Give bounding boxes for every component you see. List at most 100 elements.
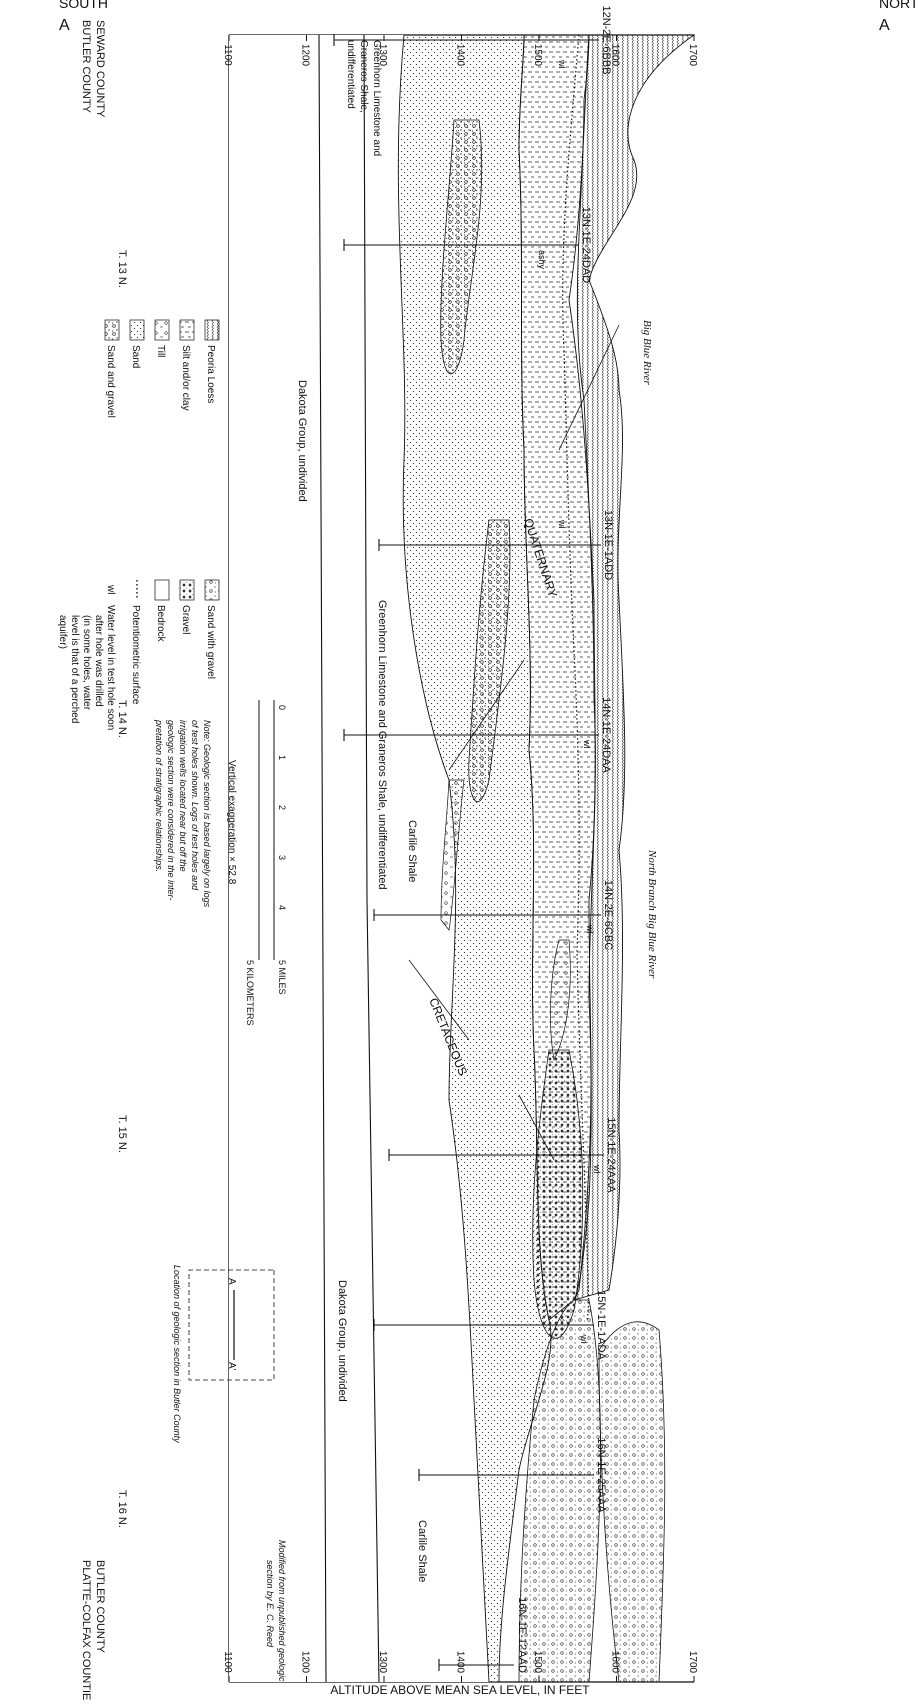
county-top-right-upper: BUTLER COUNTY [94, 1560, 106, 1654]
note-block: Note: Geologic section is based largely … [154, 719, 212, 908]
legend-wl-line-3: (in some holes, water [81, 615, 92, 711]
km-label: 5 KILOMETERS [245, 960, 255, 1026]
greenhorn-label-c: undifferentiated [345, 40, 356, 109]
altitude-tick-label: 1100 [222, 1651, 233, 1673]
legend-wl-line-4: level is that of a perched [69, 615, 80, 723]
note-line-2: of test holes shown. Logs of test holes … [190, 720, 200, 891]
legend-wl-line-1: Water level in test hole soon [105, 605, 116, 730]
scale-tick-3: 3 [277, 855, 287, 860]
hole-label-16N-1E-12AAD: 16N-1E-12AAD [516, 1597, 528, 1673]
altitude-tick-label: 1400 [455, 44, 466, 67]
ashy-label: ashy [537, 250, 547, 270]
note-line-4: geologic section were considered in the … [166, 720, 176, 900]
altitude-tick-label: 1200 [300, 1651, 311, 1674]
altitude-tick-label: 1500 [532, 1651, 543, 1674]
vertical-exaggeration: Vertical exaggeration × 52.8 [226, 760, 237, 885]
hole-label-13N-1E-24DAD: 13N-1E-24DAD [580, 207, 592, 283]
legend-swatch-till [155, 320, 169, 340]
hole-label-14N-1E-24DAA: 14N-1E-24DAA [600, 697, 612, 773]
legend-wl-line-2: after hole was drilled [93, 615, 104, 707]
wl-marker-4: wl [585, 924, 595, 934]
altitude-tick-label: 1400 [455, 1651, 466, 1674]
legend-swatch-sand [130, 320, 144, 340]
scale-tick-2: 2 [277, 805, 287, 810]
legend-wl-line-5: aquifer) [57, 615, 68, 649]
legend-till: Till [155, 345, 166, 357]
greenhorn-label-full: Greenhorn Limestone and Graneros Shale, … [376, 600, 388, 890]
hole-label-14N-2E-6CBC: 14N-2E-6CBC [602, 880, 614, 950]
wl-marker-1: wl [557, 59, 567, 69]
hole-label-13N-1E-1ADD: 13N-1E-1ADD [602, 510, 614, 580]
north-letter: A [879, 17, 890, 34]
legend-sand-with-gravel: Sand with gravel [205, 605, 216, 679]
hole-label-15N-1E-1ADA: 15N-1E-1ADA [595, 1290, 607, 1360]
legend-loess: Peoria Loess [205, 345, 216, 403]
sand-with-gravel-unit-upper [599, 1322, 665, 1682]
section-body [229, 34, 694, 1682]
legend-wl-symbol: wl [105, 584, 116, 594]
altitude-tick-label: 1200 [300, 44, 311, 67]
altitude-tick-label: 1500 [532, 44, 543, 67]
south-label: SOUTH [59, 0, 108, 11]
legend-sand-gravel: Sand and gravel [105, 345, 116, 418]
township-T16: T. 16 N. [116, 1490, 128, 1528]
location-caption: Location of geologic section in Butler C… [172, 1265, 182, 1443]
big-blue-river-label: Big Blue River [641, 320, 653, 385]
location-map-a-prime: A' [226, 1362, 237, 1371]
county-top-left-upper: SEWARD COUNTY [94, 20, 106, 118]
carlile-label: Carlile Shale [406, 820, 418, 882]
township-T14: T. 14 N. [116, 700, 128, 738]
county-top-right-lower: PLATTE-COLFAX COUNTIES [80, 1560, 92, 1701]
note-line-3: irrigation wells located near but off th… [178, 720, 188, 872]
greenhorn-label-b: Graneros Shale, [358, 40, 369, 113]
note-line-5: pretation of stratigraphic relationships… [154, 719, 164, 872]
location-map-a: A [226, 1278, 237, 1285]
legend-swatch-gravel [180, 580, 194, 600]
scale-tick-4: 4 [277, 905, 287, 910]
greenhorn-label-a: Greenhorn Limestone and [371, 40, 382, 156]
wl-marker-5: wl [592, 1164, 602, 1174]
legend-swatch-bedrock [155, 580, 169, 600]
township-T13: T. 13 N. [116, 250, 128, 288]
altitude-tick-label: 1700 [687, 44, 698, 67]
dakota-label-north: Dakota Group, undivided [336, 1280, 348, 1402]
y-axis-label: ALTITUDE ABOVE MEAN SEA LEVEL, IN FEET [330, 1683, 590, 1697]
legend-silt: Silt and/or clay [180, 345, 191, 411]
township-T15: T. 15 N. [116, 1115, 128, 1153]
altitude-tick-label: 1100 [222, 44, 233, 66]
altitude-tick-label: 1700 [687, 1651, 698, 1674]
wl-marker-6: wl [579, 1334, 589, 1344]
legend-swatch-sand-with-gravel [205, 580, 219, 600]
wl-marker-3: wl [582, 739, 592, 749]
legend-swatch-sand-gravel [105, 320, 119, 340]
legend-swatch-loess [205, 320, 219, 340]
credit-line-1: Modified from unpublished geologic [277, 1540, 287, 1682]
legend-swatch-silt [180, 320, 194, 340]
north-branch-river-label: North Branch Big Blue River [646, 849, 658, 979]
dakota-label-south: Dakota Group, undivided [296, 380, 308, 502]
legend-bedrock: Bedrock [155, 605, 166, 643]
miles-label: 5 MILES [277, 960, 287, 995]
scale-tick-1: 1 [277, 755, 287, 760]
legend-sand: Sand [130, 345, 141, 368]
township-labels: T. 13 N. T. 14 N. T. 15 N. T. 16 N. [116, 250, 128, 1528]
note-line-1: Note: Geologic section is based largely … [202, 720, 212, 908]
scale-tick-0: 0 [277, 705, 287, 710]
legend-potentiometric: Potentiometric surface [130, 605, 141, 705]
altitude-tick-label: 1600 [610, 1651, 621, 1674]
hole-label-15N-1E-24AAA: 15N-1E-24AAA [605, 1117, 617, 1193]
wl-marker-2: wl [557, 519, 567, 529]
legend-gravel: Gravel [180, 605, 191, 634]
credit-line-2: section by E. C. Reed [265, 1560, 275, 1648]
altitude-tick-label: 1300 [377, 1651, 388, 1674]
carlile-label-north: Carlile Shale [416, 1520, 428, 1582]
south-letter: A [59, 17, 70, 34]
hole-label-12N-2E-6BBB: 12N-2E-6BBB [600, 5, 612, 74]
hole-label-16N-1E-25AAA: 16N-1E-25AAA [595, 1437, 607, 1513]
north-label: NORTH [879, 0, 919, 11]
county-top-left-lower: BUTLER COUNTY [80, 20, 92, 114]
legend: Peoria Loess Silt and/or clay Till Sand … [57, 320, 219, 730]
rotated-section-group: 1700160015001400130012001100 17001600150… [57, 0, 919, 1701]
